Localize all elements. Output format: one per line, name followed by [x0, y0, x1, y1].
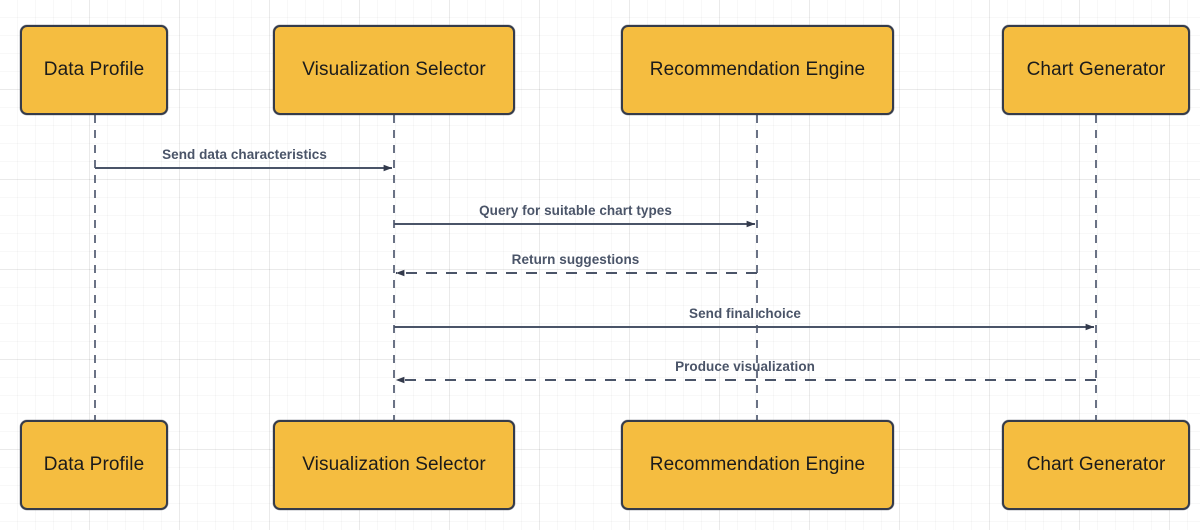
- participant-label-chart-generator: Chart Generator: [1026, 454, 1166, 475]
- participant-label-data-profile: Data Profile: [43, 454, 145, 475]
- message-label-4: Send final choice: [689, 306, 801, 321]
- participant-box-recommendation-engine-bottom[interactable]: Recommendation Engine: [621, 420, 894, 510]
- participant-label-recommendation-engine: Recommendation Engine: [649, 59, 866, 80]
- message-label-2: Query for suitable chart types: [479, 203, 672, 218]
- participant-box-visualization-selector-top[interactable]: Visualization Selector: [273, 25, 515, 115]
- participant-box-chart-generator-top[interactable]: Chart Generator: [1002, 25, 1190, 115]
- participant-box-data-profile-bottom[interactable]: Data Profile: [20, 420, 168, 510]
- participant-label-data-profile: Data Profile: [43, 59, 145, 80]
- message-label-3: Return suggestions: [511, 252, 640, 267]
- participant-box-recommendation-engine-top[interactable]: Recommendation Engine: [621, 25, 894, 115]
- message-label-1: Send data characteristics: [162, 147, 327, 162]
- participant-label-visualization-selector: Visualization Selector: [302, 59, 486, 80]
- participant-box-chart-generator-bottom[interactable]: Chart Generator: [1002, 420, 1190, 510]
- participant-label-chart-generator: Chart Generator: [1026, 59, 1166, 80]
- messages-group: [95, 164, 1096, 384]
- message-label-5: Produce visualization: [675, 359, 815, 374]
- participant-box-data-profile-top[interactable]: Data Profile: [20, 25, 168, 115]
- participant-box-visualization-selector-bottom[interactable]: Visualization Selector: [273, 420, 515, 510]
- participant-label-visualization-selector: Visualization Selector: [302, 454, 486, 475]
- lifelines-group: [94, 115, 1097, 420]
- participant-label-recommendation-engine: Recommendation Engine: [649, 454, 866, 475]
